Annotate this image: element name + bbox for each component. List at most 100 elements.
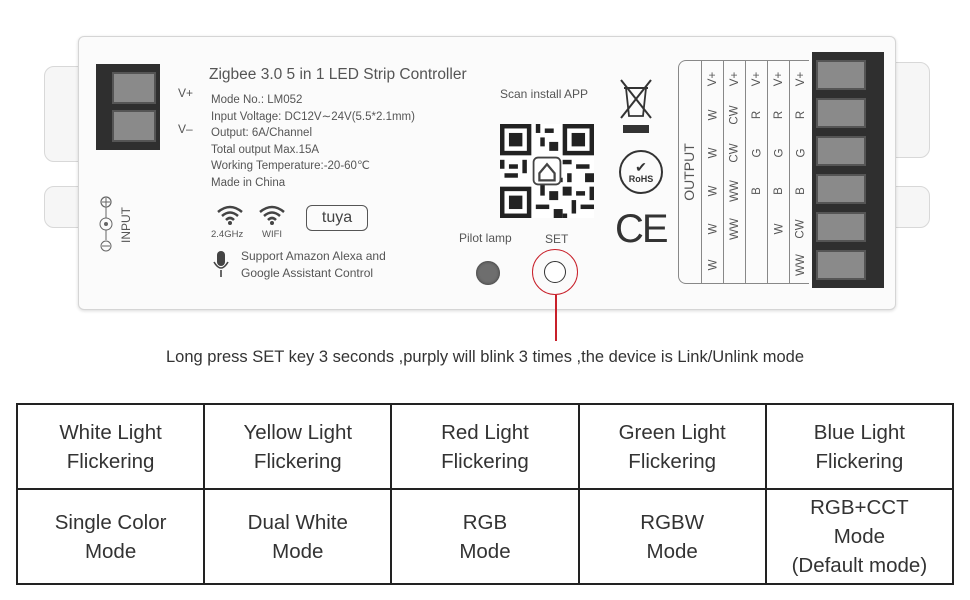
wifi-label: WIFI [262, 229, 283, 240]
output-pin-cell: WW [724, 173, 746, 209]
output-pin-label: G [750, 148, 763, 158]
terminal-slot [816, 98, 866, 128]
set-highlight-ring [532, 249, 578, 295]
output-pin-label: V+ [728, 71, 741, 87]
output-column: V+ W W W W W [701, 61, 724, 283]
output-pin-cell: V+ [768, 61, 790, 97]
input-label: INPUT [119, 207, 133, 243]
output-pin-label: W [706, 259, 719, 271]
scan-app-label: Scan install APP [500, 87, 589, 101]
output-pin-cell [768, 247, 790, 283]
output-pin-cell [746, 211, 768, 247]
terminal-slot [112, 110, 156, 142]
tuya-logo: tuya [306, 205, 368, 231]
output-pin-label: W [706, 185, 719, 197]
output-pin-label: G [794, 148, 807, 158]
set-instruction: Long press SET key 3 seconds ,purply wil… [166, 348, 804, 366]
output-pin-label: W [706, 147, 719, 159]
output-pin-cell: R [768, 97, 790, 133]
output-pin-label: R [773, 110, 785, 120]
qr-code-icon [500, 124, 594, 218]
table-cell: Dual White Mode [203, 488, 393, 585]
spec-line: Total output Max.15A [211, 143, 320, 156]
spec-line: Working Temperature:-20-60℃ [211, 160, 370, 172]
output-pin-cell: G [768, 135, 790, 171]
output-pin-label: V+ [794, 71, 807, 87]
input-polarity-icon [99, 196, 113, 252]
wifi-icon [259, 205, 285, 225]
ce-mark: CE [615, 207, 669, 251]
output-pin-cell: R [790, 97, 812, 133]
spec-line: Output: 6A/Channel [211, 127, 313, 139]
input-terminal [96, 64, 160, 150]
output-pin-cell: W [702, 173, 724, 209]
output-pin-cell: R [746, 97, 768, 133]
output-pin-cell: WW [790, 247, 812, 283]
table-row: White Light Flickering Yellow Light Flic… [15, 403, 955, 490]
output-pin-cell: W [702, 135, 724, 171]
output-pin-cell: W [702, 97, 724, 133]
output-pin-cell: G [790, 135, 812, 171]
spec-list: Mode No.: LM052 Input Voltage: DC12V∼24V… [211, 92, 415, 191]
output-pin-cell: WW [724, 211, 746, 247]
mode-table: White Light Flickering Yellow Light Flic… [15, 403, 955, 585]
output-pin-cell: CW [724, 97, 746, 133]
output-pin-label: B [750, 187, 763, 195]
output-pin-label: R [795, 110, 807, 120]
output-pin-label: V+ [706, 71, 719, 87]
output-pin-label: CW [794, 219, 807, 239]
table-cell: RGB+CCT Mode (Default mode) [764, 488, 955, 585]
output-column: V+ R G B [745, 61, 768, 283]
output-column: V+ R G B CW WW [789, 61, 810, 283]
voice-support-line1: Support Amazon Alexa and [241, 249, 386, 263]
terminal-slot [816, 60, 866, 90]
output-column: V+ CW CW WW WW [723, 61, 746, 283]
output-pin-cell [746, 247, 768, 283]
output-pin-cell [724, 247, 746, 283]
terminal-slot [816, 212, 866, 242]
set-button[interactable] [544, 261, 566, 283]
rohs-badge: ✔ RoHS [619, 150, 663, 194]
table-cell: RGB Mode [390, 488, 580, 585]
output-pin-cell: CW [724, 135, 746, 171]
output-pinout-table: V+ W W W W W V+ CW CW WW WW V+ R G B V+ … [678, 60, 809, 284]
rohs-check-icon: ✔ [635, 159, 647, 175]
wifi-icon [217, 205, 243, 225]
table-row: Single Color Mode Dual White Mode RGB Mo… [15, 488, 955, 585]
pilot-lamp-label: Pilot lamp [459, 231, 512, 245]
output-pin-label: WW [729, 180, 741, 202]
output-pin-cell: CW [790, 211, 812, 247]
voice-support-line2: Google Assistant Control [241, 266, 374, 280]
set-callout-line [555, 295, 557, 341]
output-pin-label: W [772, 223, 785, 235]
output-pin-label: CW [728, 143, 741, 163]
table-cell: Red Light Flickering [390, 403, 580, 490]
output-pin-cell: W [702, 211, 724, 247]
terminal-slot [816, 250, 866, 280]
output-column: V+ R G B W [767, 61, 790, 283]
output-pin-cell: W [768, 211, 790, 247]
output-pin-label: B [772, 187, 785, 195]
output-pin-label: WW [795, 254, 807, 276]
spec-line: Input Voltage: DC12V∼24V(5.5*2.1mm) [211, 110, 415, 123]
table-cell: RGBW Mode [577, 488, 767, 585]
microphone-icon [213, 251, 229, 277]
output-pin-label: V+ [772, 71, 785, 87]
output-pin-label: W [706, 109, 719, 121]
output-pin-cell: V+ [790, 61, 812, 97]
wifi-24ghz-label: 2.4GHz [211, 229, 244, 240]
v-minus-label: V– [178, 122, 193, 136]
terminal-slot [816, 136, 866, 166]
rohs-text: RoHS [628, 174, 654, 184]
tuya-logo-text: tuya [321, 209, 353, 226]
output-pin-label: WW [729, 218, 741, 240]
output-pin-label: W [706, 223, 719, 235]
v-plus-label: V+ [178, 86, 194, 100]
weee-bin-icon [620, 79, 652, 133]
output-pin-cell: V+ [702, 61, 724, 97]
table-cell: Green Light Flickering [577, 403, 767, 490]
terminal-slot [816, 174, 866, 204]
set-label: SET [545, 232, 569, 246]
output-pin-cell: V+ [724, 61, 746, 97]
output-pin-cell: V+ [746, 61, 768, 97]
